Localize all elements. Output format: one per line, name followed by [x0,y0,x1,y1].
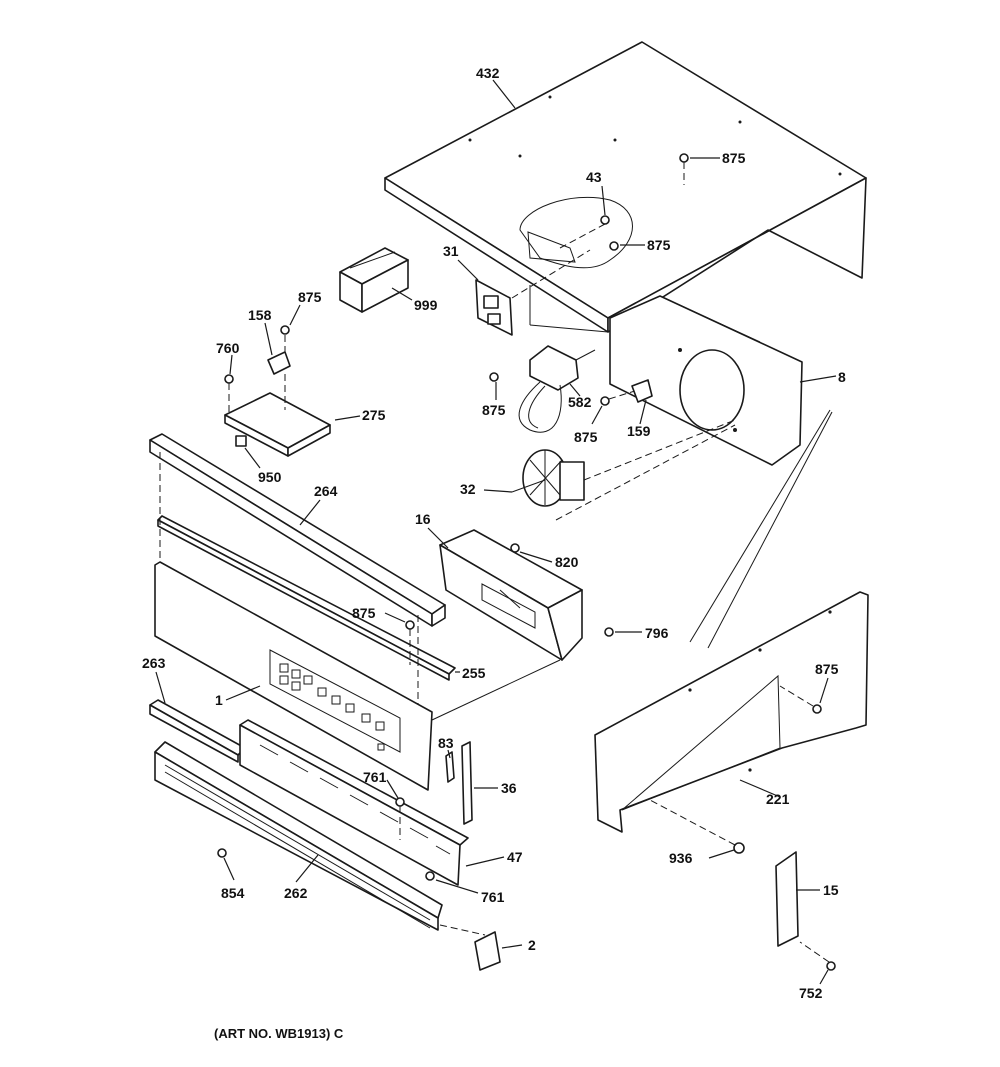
callout-labels: 432 875 43 875 31 999 875 158 760 275 95… [142,65,846,1041]
label-752: 752 [799,985,823,1001]
screw-875-159 [600,389,639,406]
label-432: 432 [476,65,500,81]
screw-875-mid [609,241,619,251]
label-854: 854 [221,885,245,901]
part-275-bracket [224,374,331,457]
label-43: 43 [586,169,602,185]
label-263: 263 [142,655,166,671]
label-2: 2 [528,937,536,953]
label-16: 16 [415,511,431,527]
part-221-side-panel [594,409,869,833]
screw-875-582 [489,372,499,382]
label-8: 8 [838,369,846,385]
label-31: 31 [443,243,459,259]
screw-875-left [280,325,290,335]
part-16-control-board [439,529,583,661]
part-32-fan-motor [511,419,736,521]
screw-820 [510,543,520,553]
screw-43 [559,215,610,249]
part-158-clip [267,335,291,375]
label-760: 760 [216,340,240,356]
label-159: 159 [627,423,651,439]
label-875-a: 875 [722,150,746,166]
label-936: 936 [669,850,693,866]
part-top-cover [384,41,867,333]
part-47-vent [239,719,469,886]
screw-875-255 [405,620,415,665]
part-255-strip [157,515,456,681]
part-1-control-panel [154,452,561,791]
part-159-clip [631,379,653,403]
label-761-b: 761 [481,889,505,905]
label-158: 158 [248,307,272,323]
label-262: 262 [284,885,308,901]
leader-lines [155,79,837,985]
label-820: 820 [555,554,579,570]
part-15-bracket [775,851,799,947]
label-875-g: 875 [815,661,839,677]
label-875-e: 875 [574,429,598,445]
label-15: 15 [823,882,839,898]
label-83: 83 [438,735,454,751]
part-262-grille [154,741,443,931]
nut-936 [649,799,745,854]
label-999: 999 [414,297,438,313]
screw-761-lower [425,871,435,881]
label-32: 32 [460,481,476,497]
label-275: 275 [362,407,386,423]
part-fan-bracket [609,295,803,466]
part-999-box [339,247,409,313]
label-875-b: 875 [647,237,671,253]
label-264: 264 [314,483,338,499]
label-1: 1 [215,692,223,708]
part-263-bracket [149,699,246,763]
art-number-caption: (ART NO. WB1913) C [214,1026,344,1041]
label-47: 47 [507,849,523,865]
part-582-transformer [518,345,596,433]
label-950: 950 [258,469,282,485]
label-796: 796 [645,625,669,641]
part-36-bar [461,741,473,825]
label-221: 221 [766,791,790,807]
label-36: 36 [501,780,517,796]
screw-875-top-right [679,153,689,185]
part-relay-board [475,249,591,336]
label-875-d: 875 [482,402,506,418]
part-264-trim [149,433,446,627]
part-83-clip [445,751,455,783]
label-582: 582 [568,394,592,410]
screw-761-upper [395,797,405,840]
screw-752 [799,941,836,971]
screw-760 [224,374,234,420]
screw-796 [604,627,614,637]
label-875-c: 875 [298,289,322,305]
part-950-connector [235,435,247,447]
label-255: 255 [462,665,486,681]
screw-875-221 [779,685,822,714]
label-761-a: 761 [363,769,387,785]
part-2-end-cap [439,924,501,971]
label-875-f: 875 [352,605,376,621]
screw-854 [217,848,227,858]
